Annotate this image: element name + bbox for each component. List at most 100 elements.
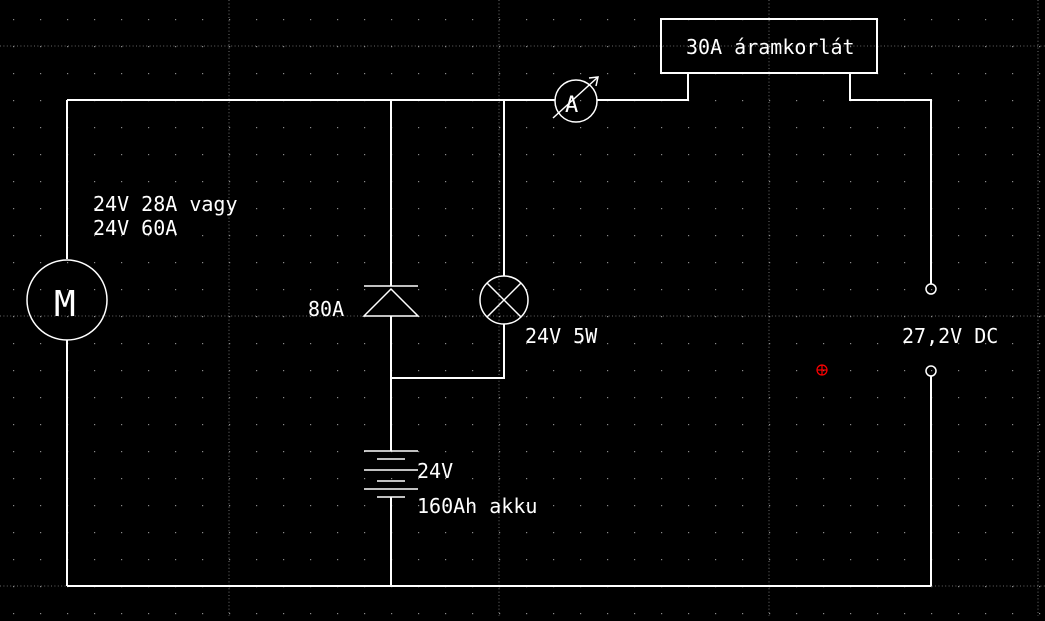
- grid-dot: [526, 127, 528, 129]
- grid-dot: [742, 451, 744, 453]
- grid-dot: [445, 424, 447, 426]
- grid-dot: [1012, 289, 1014, 291]
- grid-dot: [148, 451, 150, 453]
- grid-dot: [472, 478, 474, 480]
- grid-dot: [445, 559, 447, 561]
- grid-dot: [823, 505, 825, 507]
- grid-dot: [445, 154, 447, 156]
- grid-dot: [580, 46, 582, 48]
- grid-dot: [499, 127, 501, 129]
- grid-dot: [958, 316, 960, 318]
- grid-dot: [850, 154, 852, 156]
- grid-dot: [283, 613, 285, 615]
- grid-dot: [1012, 316, 1014, 318]
- grid-dot: [445, 532, 447, 534]
- grid-dot: [958, 289, 960, 291]
- grid-dot: [94, 532, 96, 534]
- grid-dot: [148, 478, 150, 480]
- grid-dot: [580, 370, 582, 372]
- diode-rating: 80A: [308, 297, 344, 321]
- grid-dot: [391, 613, 393, 615]
- grid-dot: [580, 100, 582, 102]
- grid-dot: [418, 262, 420, 264]
- grid-dot: [256, 181, 258, 183]
- grid-dot: [337, 316, 339, 318]
- grid-dot: [94, 316, 96, 318]
- grid-dot: [1012, 478, 1014, 480]
- grid-dot: [337, 127, 339, 129]
- terminal-icon[interactable]: [925, 283, 937, 295]
- grid-dot: [175, 451, 177, 453]
- grid-dot: [1012, 424, 1014, 426]
- grid-dot: [985, 181, 987, 183]
- grid-dot: [229, 613, 231, 615]
- grid-dot: [283, 154, 285, 156]
- grid-dot: [229, 262, 231, 264]
- grid-dot: [553, 154, 555, 156]
- ammeter-icon[interactable]: A: [552, 76, 599, 123]
- grid-dot: [13, 451, 15, 453]
- grid-dot: [121, 127, 123, 129]
- grid-dot: [1039, 451, 1041, 453]
- grid-dot: [418, 343, 420, 345]
- grid-dot: [1039, 613, 1041, 615]
- grid-dot: [283, 451, 285, 453]
- grid-dot: [13, 316, 15, 318]
- grid-dot: [499, 478, 501, 480]
- grid-dot: [337, 505, 339, 507]
- grid-dot: [310, 532, 312, 534]
- grid-dot: [769, 154, 771, 156]
- grid-dot: [823, 208, 825, 210]
- grid-dot: [985, 559, 987, 561]
- grid-dot: [877, 397, 879, 399]
- grid-dot: [148, 505, 150, 507]
- grid-dot: [850, 343, 852, 345]
- grid-dot: [94, 181, 96, 183]
- grid-dot: [661, 370, 663, 372]
- grid-dot: [553, 73, 555, 75]
- grid-dot: [445, 397, 447, 399]
- grid-dot: [904, 370, 906, 372]
- grid-dot: [769, 532, 771, 534]
- grid-dot: [958, 343, 960, 345]
- grid-dot: [337, 613, 339, 615]
- grid-dot: [796, 397, 798, 399]
- grid-dot: [769, 208, 771, 210]
- grid-dot: [715, 532, 717, 534]
- grid-dot: [310, 316, 312, 318]
- grid-dot: [202, 316, 204, 318]
- grid-dot: [688, 46, 690, 48]
- grid-dot: [580, 397, 582, 399]
- wire-limiter-supply: [849, 73, 932, 284]
- grid-dot: [850, 262, 852, 264]
- grid-dot: [958, 478, 960, 480]
- grid-dot: [148, 559, 150, 561]
- grid-dot: [985, 424, 987, 426]
- grid-dot: [634, 208, 636, 210]
- grid-dot: [1039, 73, 1041, 75]
- grid-dot: [904, 127, 906, 129]
- grid-dot: [499, 262, 501, 264]
- current-limiter[interactable]: 30A áramkorlát: [660, 18, 878, 74]
- grid-dot: [121, 19, 123, 21]
- lamp-icon[interactable]: [479, 275, 529, 325]
- battery-icon[interactable]: [364, 450, 418, 498]
- grid-dot: [283, 505, 285, 507]
- motor-rating-line2: 24V 60A: [93, 216, 177, 240]
- grid-dot: [472, 289, 474, 291]
- grid-dot: [364, 154, 366, 156]
- terminal-icon[interactable]: [925, 365, 937, 377]
- grid-dot: [499, 289, 501, 291]
- grid-dot: [931, 586, 933, 588]
- grid-dot: [742, 559, 744, 561]
- grid-dot: [40, 343, 42, 345]
- grid-dot: [418, 613, 420, 615]
- grid-dot: [283, 127, 285, 129]
- diode-icon[interactable]: [362, 285, 420, 317]
- grid-dot: [769, 559, 771, 561]
- grid-dot: [1039, 19, 1041, 21]
- grid-dot: [877, 208, 879, 210]
- grid-dot: [526, 343, 528, 345]
- motor-icon[interactable]: M: [26, 259, 108, 341]
